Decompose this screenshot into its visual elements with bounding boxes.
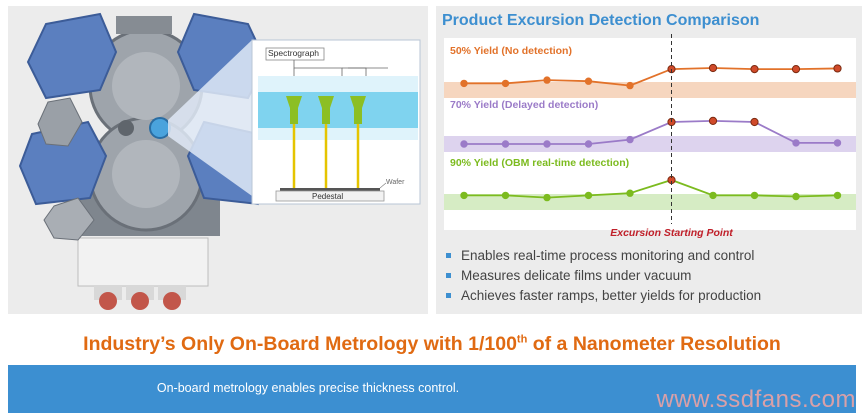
data-point — [626, 81, 634, 90]
data-point — [460, 191, 468, 200]
data-point — [709, 191, 717, 200]
data-point — [543, 140, 551, 148]
data-point — [833, 139, 842, 147]
series-band — [444, 82, 856, 98]
headline: Industry’s Only On-Board Metrology with … — [0, 333, 864, 356]
equipment-illustration: Spectrograph Pedestal Wafer — [18, 12, 421, 310]
feature-text: Enables real-time process monitoring and… — [461, 248, 755, 263]
series-band — [444, 136, 856, 152]
wafer-label: Wafer — [386, 179, 405, 186]
data-point — [792, 139, 800, 147]
data-point — [833, 191, 842, 200]
data-point — [750, 191, 759, 200]
chart-title: Product Excursion Detection Comparison — [442, 12, 760, 29]
data-point — [833, 64, 842, 73]
pedestal-label: Pedestal — [312, 192, 343, 201]
series-line — [464, 67, 838, 87]
data-point — [708, 63, 718, 73]
process-tool-image — [18, 12, 276, 310]
data-point — [460, 140, 468, 148]
data-point — [501, 79, 510, 88]
data-point — [626, 189, 634, 197]
headline-text-end: of a Nanometer Resolution — [527, 333, 781, 355]
legend-label: 70% Yield (Delayed detection) — [450, 99, 598, 111]
series-line — [464, 119, 838, 145]
feature-text: Achieves faster ramps, better yields for… — [461, 288, 762, 303]
excursion-chart: 50% Yield (No detection) 70% Yield (Delay… — [444, 34, 856, 239]
data-point — [708, 116, 718, 126]
headline-superscript: th — [516, 333, 528, 346]
feature-text: Measures delicate films under vacuum — [461, 268, 692, 283]
series-line — [464, 179, 838, 199]
data-point — [460, 79, 468, 88]
data-point — [501, 191, 510, 200]
legend-label: 90% Yield (OBM real-time detection) — [450, 157, 629, 169]
spectrograph-diagram: Spectrograph Pedestal Wafer — [251, 39, 421, 205]
excursion-label: Excursion Starting Point — [610, 227, 733, 239]
bullet-icon — [446, 272, 451, 278]
data-point — [584, 140, 593, 148]
data-point — [543, 76, 551, 84]
data-point — [501, 140, 510, 148]
feature-item: Measures delicate films under vacuum — [446, 266, 761, 286]
headline-text: Industry’s Only On-Board Metrology with … — [83, 333, 517, 355]
spectrograph-label: Spectrograph — [268, 48, 319, 58]
watermark: www.ssdfans.com — [656, 386, 856, 413]
data-point — [750, 117, 759, 127]
data-point — [626, 135, 634, 144]
caption-text: On-board metrology enables precise thick… — [156, 381, 460, 395]
data-point — [791, 65, 801, 74]
data-point — [584, 191, 593, 200]
data-point — [584, 77, 593, 85]
feature-list: Enables real-time process monitoring and… — [446, 246, 761, 306]
legend-label: 50% Yield (No detection) — [450, 45, 572, 57]
data-point — [543, 193, 551, 202]
chart-panel: Product Excursion Detection Comparison 5… — [436, 6, 862, 314]
bullet-icon — [446, 252, 451, 258]
feature-item: Enables real-time process monitoring and… — [446, 246, 761, 266]
bullet-icon — [446, 292, 451, 298]
caption-bar: On-board metrology enables precise thick… — [8, 365, 856, 413]
data-point — [792, 192, 800, 201]
data-point — [750, 65, 759, 74]
equipment-illustration-panel: Spectrograph Pedestal Wafer — [8, 6, 428, 314]
feature-item: Achieves faster ramps, better yields for… — [446, 286, 761, 306]
